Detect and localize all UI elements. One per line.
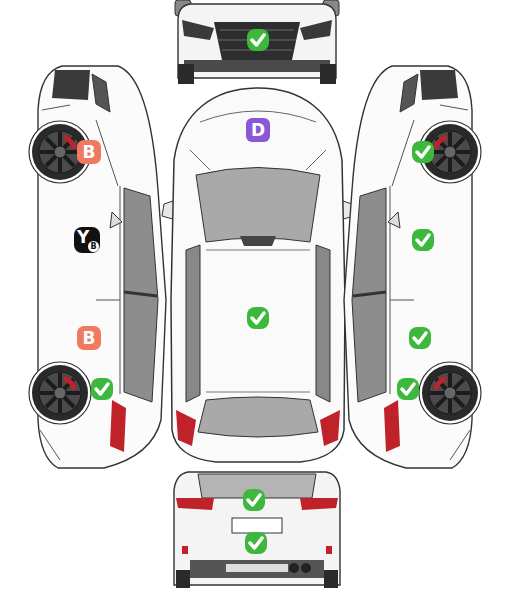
rear-view: [232, 518, 282, 533]
top-view: [206, 250, 310, 392]
rear-view: [176, 570, 190, 588]
front-view: [218, 30, 296, 50]
front-view: [300, 20, 332, 40]
ok-checks: [412, 229, 434, 251]
ok-checks: [247, 29, 269, 51]
front-view: [182, 20, 214, 40]
top-view: [320, 410, 340, 446]
ok-checks: [412, 141, 434, 163]
ok-checks: [409, 327, 431, 349]
top-view: [190, 111, 326, 170]
rear-view: [301, 563, 311, 573]
ok-checks: [247, 307, 269, 329]
damage-code-badge: B: [77, 140, 101, 164]
damage-code: B: [83, 330, 96, 347]
rear-view: [190, 560, 324, 578]
ok-checks: [243, 489, 265, 511]
damage-code-badge: D: [246, 118, 270, 142]
right-side-view: [344, 66, 481, 468]
rear-view: [174, 472, 340, 588]
left-side-view: [29, 66, 166, 468]
rear-view: [300, 498, 338, 510]
front-view: [178, 64, 194, 84]
top-view: [176, 410, 196, 446]
top-view: [171, 88, 345, 462]
front-view: [184, 60, 330, 72]
top-view: [316, 245, 330, 402]
rear-view: [174, 472, 340, 585]
damage-code-badge: B: [77, 326, 101, 350]
rear-view: [324, 570, 338, 588]
top-view: [186, 245, 200, 402]
rear-view: [182, 546, 188, 554]
ok-checks: [397, 378, 419, 400]
ok-checks: [245, 532, 267, 554]
rear-view: [226, 564, 288, 572]
top-view: [198, 397, 318, 437]
rear-view: [289, 563, 299, 573]
ok-checks: [91, 29, 434, 554]
damage-code: D: [251, 122, 265, 139]
top-view: [196, 168, 320, 243]
damage-code-badge: YB: [74, 227, 100, 253]
rear-view: [326, 546, 332, 554]
damage-subcode: B: [88, 241, 99, 252]
front-view: [175, 0, 339, 84]
top-view: [240, 236, 276, 246]
ok-checks: [91, 378, 113, 400]
damage-code: B: [83, 144, 96, 161]
front-view: [320, 64, 336, 84]
top-view: [162, 88, 354, 462]
rear-view: [176, 498, 214, 510]
front-view: [214, 22, 300, 60]
front-view: [178, 4, 336, 78]
